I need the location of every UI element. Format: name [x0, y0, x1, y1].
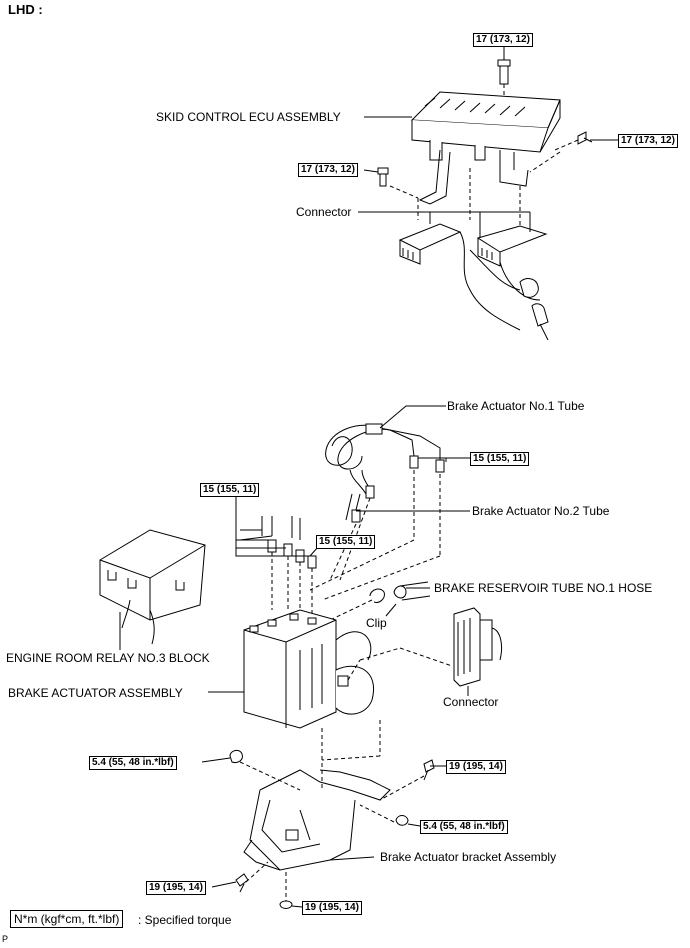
ecu-connectors: [398, 168, 549, 341]
legend-description: : Specified torque: [138, 913, 232, 927]
label-tube1: Brake Actuator No.1 Tube: [447, 399, 585, 413]
relay-block-no3: [99, 529, 206, 645]
torque-tube1: 15 (155, 11): [470, 452, 530, 466]
brake-actuator-body: [243, 609, 453, 729]
left-tubes: [239, 516, 317, 614]
bracket-fasteners: [229, 749, 435, 909]
torque-bolt-right: 19 (195, 14): [446, 760, 506, 774]
bracket-dashed-guides: [239, 720, 425, 904]
torque-left-tubes: 15 (155, 11): [200, 483, 260, 497]
torque-ecu-right: 17 (173, 12): [618, 134, 678, 148]
brake-tube-no1: [325, 423, 441, 495]
label-skid-ecu: SKID CONTROL ECU ASSEMBLY: [156, 110, 341, 124]
label-connector-top: Connector: [296, 205, 352, 219]
label-tube2: Brake Actuator No.2 Tube: [472, 504, 610, 518]
torque-bolt-bottom-left: 19 (195, 14): [146, 881, 206, 895]
skid-ecu-body: [410, 91, 561, 173]
label-clip: Clip: [366, 616, 387, 630]
actuator-bracket: [243, 769, 391, 871]
label-actuator: BRAKE ACTUATOR ASSEMBLY: [8, 686, 183, 700]
ecu-bolt-top: [497, 45, 511, 100]
torque-bolt-bottom: 19 (195, 14): [302, 901, 362, 915]
header-title: LHD :: [8, 2, 43, 17]
torque-tube2: 15 (155, 11): [316, 535, 376, 549]
ecu-bolt-left: [377, 167, 419, 199]
label-connector-bottom: Connector: [443, 695, 499, 709]
leader-lines: [119, 42, 618, 908]
brake-tube-no2: [329, 485, 375, 581]
torque-nut-right: 5.4 (55, 48 in.*lbf): [420, 820, 508, 834]
label-bracket: Brake Actuator bracket Assembly: [380, 850, 557, 864]
actuator-connector: [453, 607, 503, 687]
label-reservoir-hose: BRAKE RESERVOIR TUBE NO.1 HOSE: [434, 581, 653, 595]
torque-ecu-left: 17 (173, 12): [298, 163, 358, 177]
tube1-flare-nuts: [309, 455, 445, 601]
torque-ecu-top: 17 (173, 12): [473, 33, 533, 47]
legend-unit-box: N*m (kgf*cm, ft.*lbf): [10, 910, 124, 928]
label-relay-block: ENGINE ROOM RELAY NO.3 BLOCK: [6, 651, 210, 665]
torque-nut-left: 5.4 (55, 48 in.*lbf): [89, 756, 177, 770]
reservoir-hose: [329, 581, 431, 621]
page-mark: P: [2, 934, 9, 944]
ecu-bracket: [418, 149, 529, 205]
ecu-bolt-right: [529, 131, 593, 173]
